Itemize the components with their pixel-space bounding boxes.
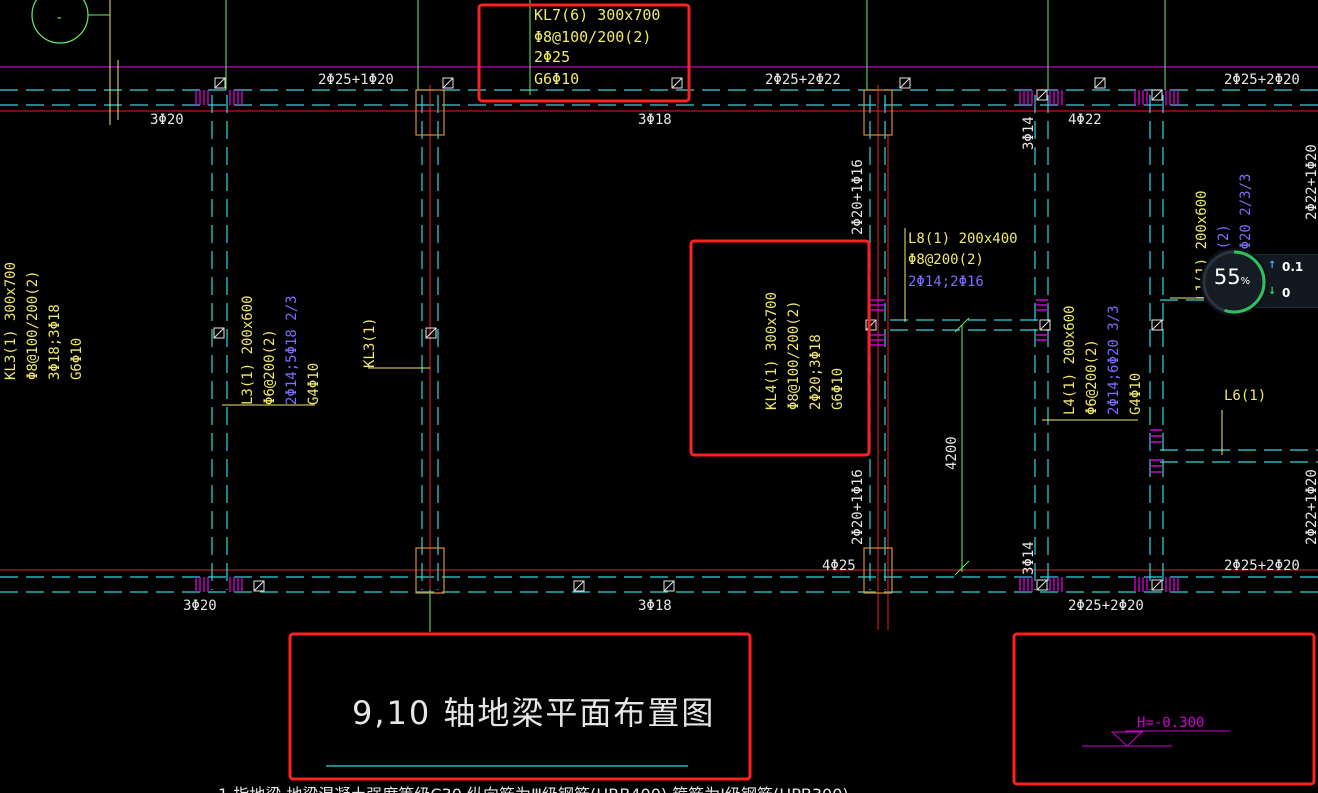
usage-percent: 55%: [1213, 265, 1251, 289]
l4-line-2: Φ6@200(2): [1084, 339, 1100, 415]
rebar-top-1: 2Φ25+1Φ20: [318, 72, 394, 88]
section-markers: [213, 77, 1163, 592]
rebar-bot-3: 2Φ25+2Φ20: [1068, 598, 1144, 614]
rebar-bot-2: 3Φ18: [638, 598, 672, 614]
rebar-top-2: 2Φ25+2Φ22: [765, 72, 841, 88]
rebar-under-3: 4Φ22: [1068, 112, 1102, 128]
network-speed-widget[interactable]: ↑ 0.1 ↓ 0 55%: [1200, 248, 1318, 316]
vertical-rebar-labels: 2Φ20+1Φ16 2Φ20+1Φ16 3Φ14 3Φ14 2Φ22+1Φ20 …: [850, 116, 1318, 575]
usage-ring: [1202, 250, 1266, 314]
highlight-boxes: [288, 3, 1316, 786]
axis-bubble: -: [31, 0, 110, 44]
l4-line-4: G4Φ10: [1128, 373, 1144, 415]
kl7-line-3: 2Φ25: [534, 48, 570, 66]
l4-line-1: L4(1) 200x600: [1062, 305, 1078, 415]
kl4-line-4: G6Φ10: [830, 368, 846, 410]
elevation-mark: H=-0.300: [1082, 715, 1230, 747]
kl4-line-1: KL4(1) 300x700: [764, 292, 780, 410]
beam-label-l3: L3(1) 200x600 Φ6@200(2) 2Φ14;5Φ18 2/3 G4…: [240, 295, 322, 405]
kl3-line-1: KL3(1) 300x700: [3, 262, 19, 380]
columns: [415, 89, 893, 594]
upload-arrow-icon: ↑: [1268, 260, 1277, 271]
rebar-right-2: 2Φ22+1Φ20: [1304, 469, 1318, 545]
rebar-bot-1: 3Φ20: [183, 598, 217, 614]
svg-text:-: -: [55, 10, 63, 26]
l3-line-1: L3(1) 200x600: [240, 295, 256, 405]
highlight-box-kl7: [477, 3, 691, 103]
drawing-title-block: 9,10 轴地梁平面布置图: [326, 694, 715, 767]
elevation-text: H=-0.300: [1137, 715, 1204, 731]
rebar-vert-3: 3Φ14: [1021, 541, 1037, 575]
beam-label-kl3-ref: KL3(1): [362, 317, 378, 368]
stirrup-hatches: [195, 90, 1179, 592]
beam-label-l4: L4(1) 200x600 Φ6@200(2) 2Φ14;6Φ20 3/3 G4…: [1062, 305, 1144, 415]
kl4-line-3: 2Φ20;3Φ18: [808, 334, 824, 410]
rebar-right-1: 2Φ22+1Φ20: [1304, 144, 1318, 220]
kl7-line-4: G6Φ10: [534, 70, 579, 88]
l4-line-3: 2Φ14;6Φ20 3/3: [1106, 305, 1122, 415]
kl3-line-4: G6Φ10: [69, 338, 85, 380]
kl3-line-3: 3Φ18;3Φ18: [47, 304, 63, 380]
upload-speed: ↑ 0.1: [1268, 260, 1304, 274]
grid-lines: [0, 0, 1318, 632]
download-speed: ↓ 0: [1268, 286, 1291, 300]
highlight-box-kl4: [689, 239, 871, 457]
drawing-title: 9,10 轴地梁平面布置图: [352, 694, 715, 732]
l3-line-3: 2Φ14;5Φ18 2/3: [284, 295, 300, 405]
bottom-rebar-labels: 3Φ20 3Φ18 2Φ25+2Φ20 2Φ25+2Φ20 4Φ25: [183, 558, 1300, 614]
beam-label-l8: L8(1) 200x400 Φ8@200(2) 2Φ14;2Φ16: [908, 231, 1018, 290]
kl7-line-2: Φ8@100/200(2): [534, 28, 651, 46]
rebar-top-3: 2Φ25+2Φ20: [1224, 72, 1300, 88]
l8-line-1: L8(1) 200x400: [908, 231, 1018, 247]
download-arrow-icon: ↓: [1268, 286, 1277, 297]
highlight-box-title: [288, 632, 752, 781]
l3-line-4: G4Φ10: [306, 363, 322, 405]
kl7-line-1: KL7(6) 300x700: [534, 6, 660, 24]
beam-label-kl7: KL7(6) 300x700 Φ8@100/200(2) 2Φ25 G6Φ10: [534, 6, 660, 88]
dimension-4200: 4200: [944, 436, 960, 470]
kl3-line-2: Φ8@100/200(2): [25, 270, 41, 380]
rebar-vert-top: 2Φ20+1Φ16: [850, 159, 866, 235]
l3-line-2: Φ6@200(2): [262, 329, 278, 405]
beam-label-kl4: KL4(1) 300x700 Φ8@100/200(2) 2Φ20;3Φ18 G…: [764, 292, 846, 410]
top-rebar-labels: 2Φ25+1Φ20 2Φ25+2Φ22 2Φ25+2Φ20 3Φ20 3Φ18 …: [150, 72, 1300, 128]
rebar-bot-4: 2Φ25+2Φ20: [1224, 558, 1300, 574]
footer-note: 1.指地梁,地梁混凝土强度等级C30,纵向筋为Ⅲ级钢筋(HRB400),箍筋为Ⅰ…: [218, 785, 849, 793]
rebar-under-2: 3Φ18: [638, 112, 672, 128]
kl4-line-2: Φ8@100/200(2): [786, 300, 802, 410]
l8-line-2: Φ8@200(2): [908, 252, 984, 268]
l8-line-3: 2Φ14;2Φ16: [908, 274, 984, 290]
rebar-under-1: 3Φ20: [150, 112, 184, 128]
highlight-box-elevation: [1012, 632, 1316, 786]
rebar-vert-bot: 2Φ20+1Φ16: [850, 469, 866, 545]
beam-label-l6: L6(1): [1224, 388, 1266, 404]
memory-usage-dial[interactable]: [1200, 248, 1268, 316]
rebar-bot-5: 4Φ25: [822, 558, 856, 574]
beam-label-kl3: KL3(1) 300x700 Φ8@100/200(2) 3Φ18;3Φ18 G…: [3, 262, 85, 380]
rebar-vert-2: 3Φ14: [1021, 116, 1037, 150]
